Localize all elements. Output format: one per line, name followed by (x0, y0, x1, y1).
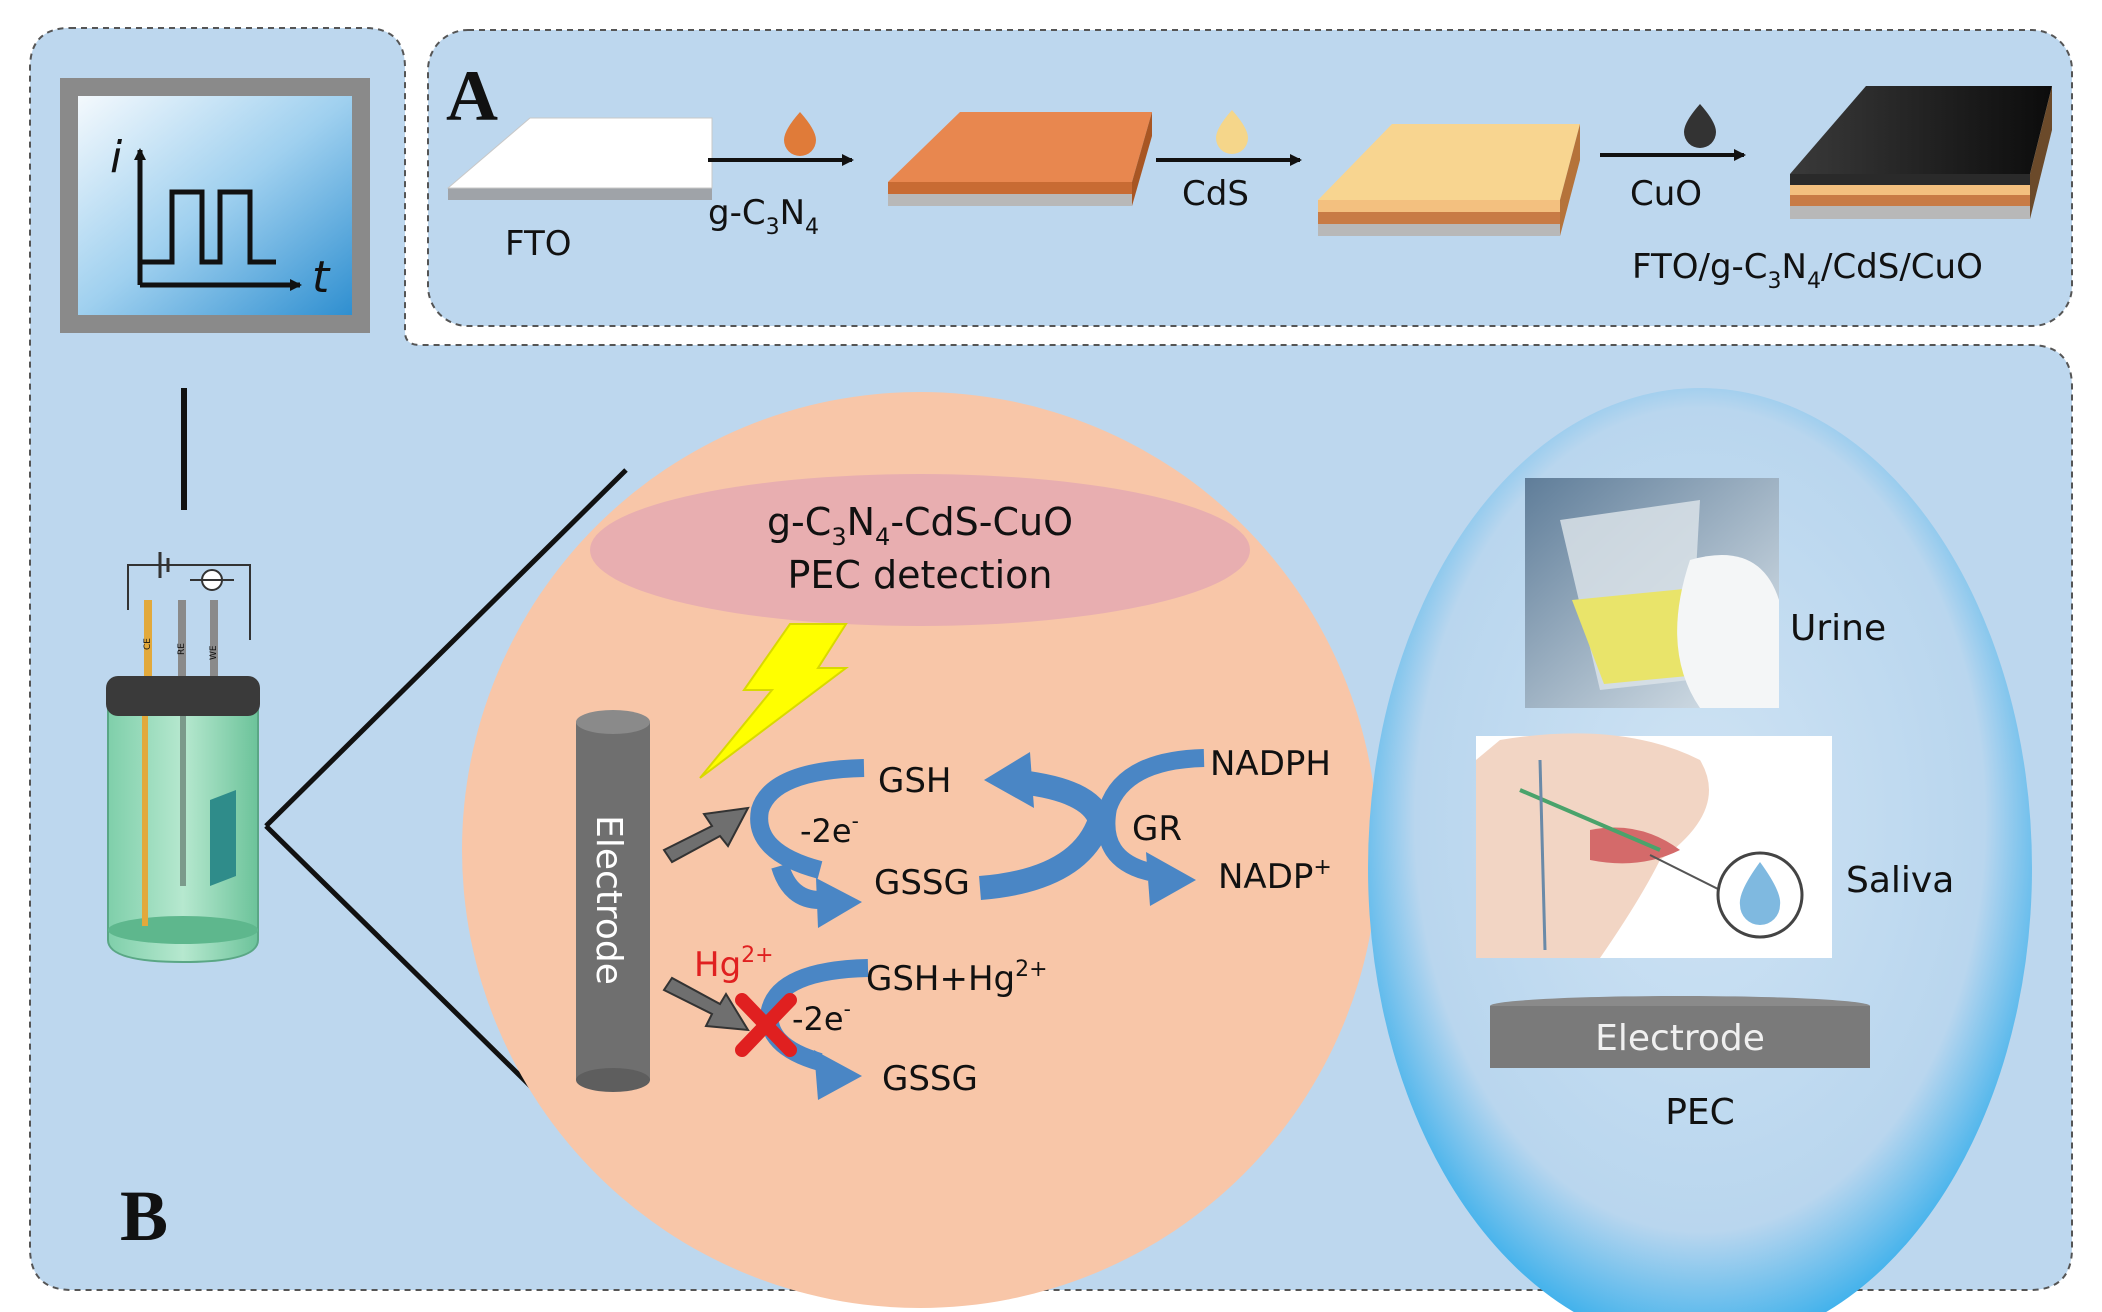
nadp-label: NADP+ (1218, 855, 1332, 897)
step1-label: g-C3N4 (708, 193, 819, 240)
drop-cds-icon (1216, 110, 1248, 154)
urine-photo (1525, 478, 1779, 708)
lightning-icon (699, 623, 849, 779)
nadph-label: NADPH (1210, 744, 1331, 784)
final-label: FTO/g-C3N4/CdS/CuO (1632, 247, 1983, 294)
gssg-label-top: GSSG (874, 863, 970, 903)
we-label: WE (209, 645, 219, 660)
electrode-cylinder (576, 710, 650, 1092)
gray-arrow-top (662, 806, 750, 864)
cds-slab (1318, 124, 1580, 236)
mechanism-circle (462, 392, 1378, 1308)
urine-label: Urine (1790, 608, 1886, 649)
gray-arrow-bottom (662, 976, 750, 1032)
sample-electrode-label: Electrode (1595, 1018, 1765, 1059)
drop-gc3n4-icon (784, 112, 816, 156)
plot-x-axis-label: t (312, 252, 331, 303)
pec-label: PEC (1665, 1092, 1735, 1133)
gsh-label-top: GSH (878, 761, 952, 801)
cycle-arrowhead-gssg-bottom (814, 1050, 862, 1100)
gr-label: GR (1132, 809, 1182, 849)
zoom-line-top (264, 468, 628, 828)
saliva-illustration (1476, 733, 1832, 958)
re-label: RE (177, 643, 187, 655)
hg-label: Hg2+ (694, 943, 774, 985)
drop-cuo-icon (1684, 104, 1716, 148)
plot-y-axis-label: i (110, 132, 123, 183)
electrode-vertical-label: Electrode (588, 815, 629, 985)
panel-b-letter: B (120, 1176, 168, 1256)
gc3n4-slab (888, 112, 1152, 206)
panel-a-frame (427, 29, 2073, 327)
mechanism-title-line1: g-C3N4-CdS-CuO (767, 500, 1073, 551)
cycle-arrow-nadph (1097, 749, 1205, 881)
photocurrent-monitor-icon (60, 78, 370, 333)
mechanism-title-line2: PEC detection (788, 553, 1053, 597)
final-slab (1790, 86, 2052, 219)
red-x-blocked-icon (735, 993, 797, 1057)
saliva-label: Saliva (1846, 860, 1954, 901)
fto-label: FTO (505, 224, 572, 264)
ce-label: CE (143, 638, 153, 650)
fto-slab (446, 117, 713, 200)
minus2e-label-top: -2e- (800, 809, 859, 850)
step2-label: CdS (1182, 174, 1249, 214)
gssg-label-bottom: GSSG (882, 1059, 978, 1099)
step3-label: CuO (1630, 174, 1702, 214)
cycle-arrow-gsh-top (750, 759, 865, 879)
pec-detection-ellipse (590, 474, 1250, 626)
electrochemical-cell (106, 552, 260, 964)
coupling-arrowhead (984, 752, 1034, 808)
cycle-arrowhead-gssg (816, 878, 862, 928)
panel-a-letter: A (446, 56, 498, 136)
gsh-hg-label: GSH+Hg2+ (866, 957, 1048, 999)
minus2e-label-bottom: -2e- (792, 997, 851, 1038)
cycle-arrowhead-nadp (1146, 852, 1196, 906)
sample-electrode (1490, 996, 1870, 1068)
cycle-arrow-gsh-bottom (771, 863, 821, 909)
